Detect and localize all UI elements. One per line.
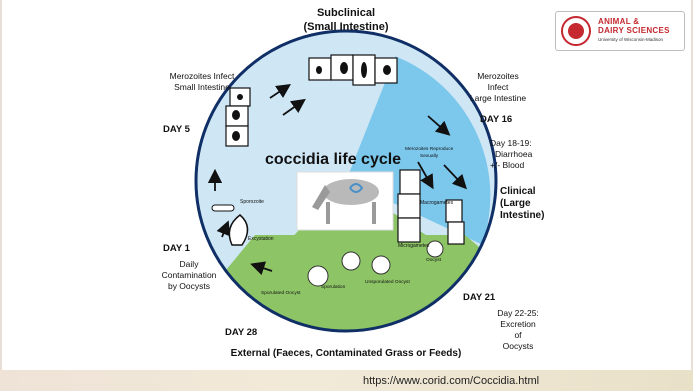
life-cycle-diagram: Subclinical (Small Intestine) Merozoites… [0,0,693,370]
merozoites-large-line2: Infect [488,82,509,92]
merozoites-small-line1: Merozoites Infect [170,71,235,81]
clinical-line3: Intestine) [500,210,544,221]
clinical-line2: (Large [500,198,531,209]
day18-line1: Day 18-19: [490,138,532,148]
sporozoite-icon [212,205,234,211]
external-ground [226,235,485,336]
inner-merozoites-reproduce-line2: Sexually [420,153,439,159]
daily-line1: Daily [180,259,200,269]
inner-sporulated-oocyst: Sporulated Oocyst [261,290,301,296]
inner-excystation: Excystation [248,236,274,242]
logo-line2: DAIRY SCIENCES [598,26,670,35]
merozoites-large-line1: Merozoites [477,71,519,81]
day22-line4: Oocysts [503,341,534,351]
top-label-line1: Subclinical [317,7,375,19]
clinical-line1: Clinical [500,186,536,197]
day22-line1: Day 22-25: [497,308,539,318]
day18-line2: Diarrhoea [495,149,533,159]
day28-label: DAY 28 [225,327,257,338]
logo-line1: ANIMAL & [598,17,639,26]
inner-macrogametes: Macrogametes [420,200,454,206]
cow-illustration [297,172,393,230]
day22-line2: Excretion [500,319,536,329]
day22-line3: of [514,330,522,340]
daily-line3: by Oocysts [168,281,210,291]
top-label-line2: (Small Intestine) [304,21,389,33]
logo-line3: University of Wisconsin-Madison [598,37,663,42]
merozoites-small-line2: Small Intestine [174,82,230,92]
animal-dairy-sciences-logo: ANIMAL & DAIRY SCIENCES University of Wi… [555,11,685,51]
day21-label: DAY 21 [463,292,496,303]
daily-line2: Contamination [162,270,217,280]
inner-oocyst: Oocyst [426,257,442,263]
inner-sporozoite: Sporozoite [240,199,264,205]
bottom-label: External (Faeces, Contaminated Grass or … [231,348,462,359]
logo-seal-icon [561,16,591,46]
day18-line3: +/- Blood [490,160,525,170]
inner-microgametes: Microgametes [398,243,430,249]
day16-label: DAY 16 [480,114,512,125]
inner-merozoites-reproduce-line1: Merozoites Reproduce [405,146,454,152]
footer-url: https://www.corid.com/Coccidia.html [363,375,539,387]
inner-unsporulated-oocyst: Unsporulated Oocyst [365,279,410,285]
day1-label: DAY 1 [163,243,191,254]
diagram-title: coccidia life cycle [265,151,401,168]
merozoites-large-line3: Large Intestine [470,93,527,103]
footer-bar [0,370,693,391]
inner-sporulation: Sporulation [321,284,346,290]
day5-label: DAY 5 [163,124,191,135]
